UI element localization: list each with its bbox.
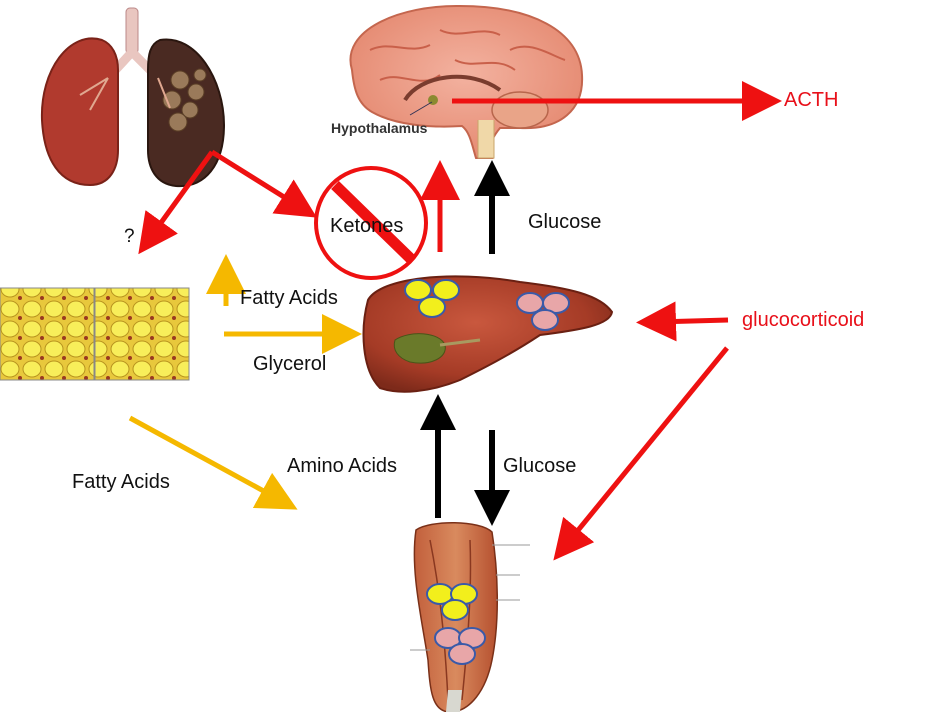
- fatty-acids-up-label: Fatty Acids: [240, 287, 338, 309]
- glucose-bottom-label: Glucose: [503, 455, 577, 477]
- lungs-with-tumor-icon: [40, 7, 226, 188]
- brain-icon: [349, 4, 584, 159]
- muscle-pink-cells: [434, 627, 486, 665]
- arrow-lung-to-question: [138, 150, 215, 255]
- arrow-glucocorticoid-to-liver: [636, 301, 729, 342]
- amino-acids-label: Amino Acids: [287, 455, 398, 477]
- ketones-label: Ketones: [330, 215, 404, 237]
- question-mark-label: ?: [124, 226, 135, 247]
- arrow-glucocorticoid-to-muscle: [553, 346, 729, 561]
- hypothalamus-label: Hypothalamus: [331, 120, 428, 136]
- glucocorticoid-label: glucocorticoid: [742, 309, 865, 331]
- fatty-acids-low-label: Fatty Acids: [72, 471, 170, 493]
- yellow-arrows: [128, 254, 362, 510]
- no-ketones-icon: [314, 166, 428, 280]
- liver-icon: [362, 275, 614, 393]
- leg-muscle-icon: [410, 522, 530, 712]
- muscle-yellow-cells: [426, 583, 478, 621]
- glycerol-label: Glycerol: [253, 353, 327, 375]
- arrow-lung-to-ketones: [210, 149, 317, 218]
- liver-pink-cells: [516, 292, 570, 331]
- liver-yellow-cells: [404, 279, 460, 318]
- acth-label: ACTH: [784, 89, 839, 111]
- black-arrows: [420, 160, 510, 526]
- glucose-top-label: Glucose: [528, 211, 602, 233]
- arrow-fatty-acids-to-muscle: [128, 415, 298, 510]
- red-arrows: [138, 81, 782, 561]
- fat-tissue-icon: [0, 287, 190, 381]
